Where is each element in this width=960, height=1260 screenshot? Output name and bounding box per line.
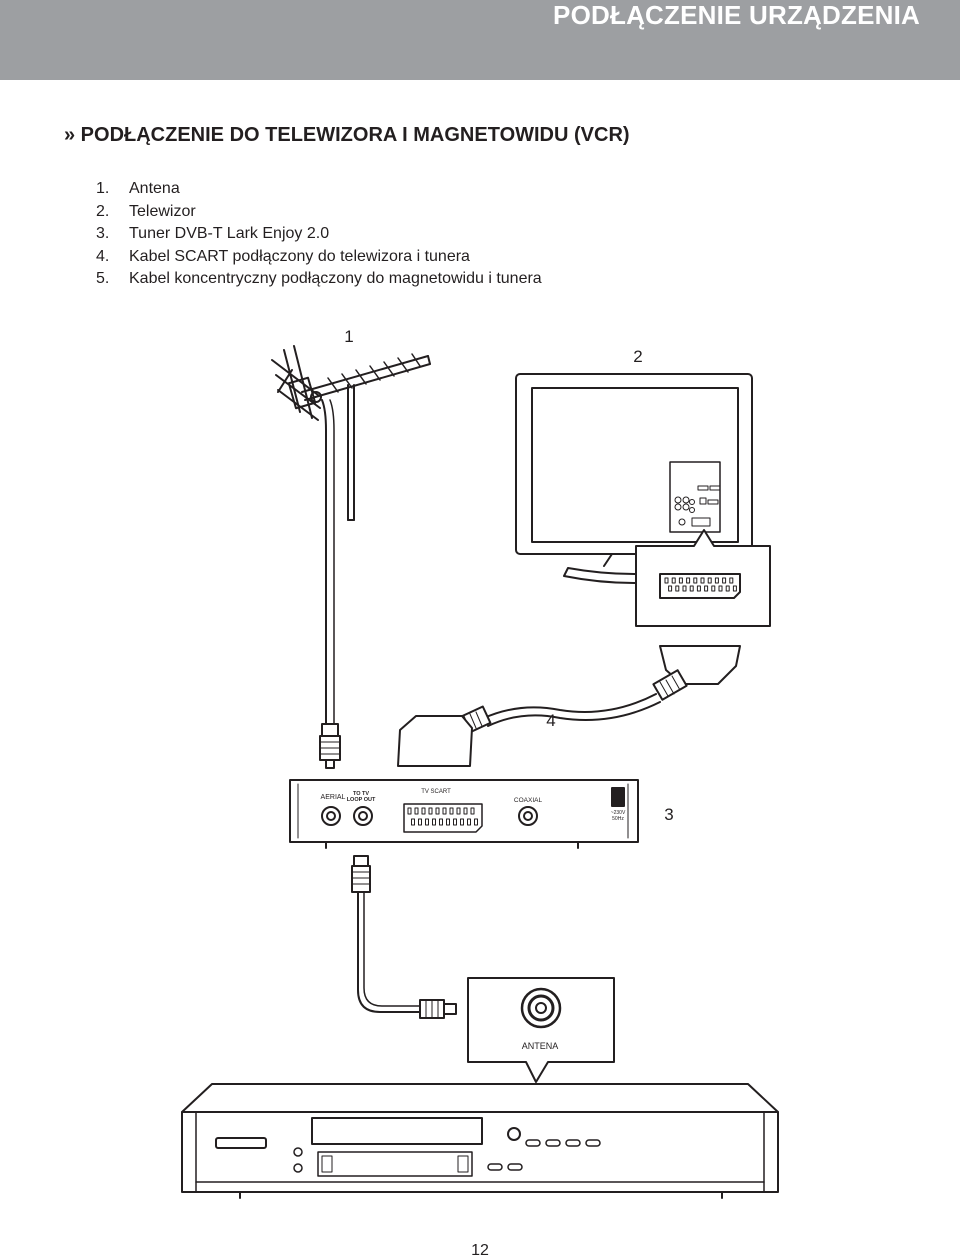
vcr-antenna-inset <box>467 977 615 1083</box>
list-item-number: 5. <box>96 270 110 287</box>
tuner-label-tv-scart: TV SCART <box>421 789 451 795</box>
tuner-label-to-tv: TO TV <box>353 791 369 797</box>
scart-pin <box>439 818 443 826</box>
scart-pin <box>722 577 727 584</box>
list-item-number: 1. <box>96 180 110 197</box>
scart-pin <box>446 818 450 826</box>
scart-pin <box>428 807 433 815</box>
scart-pin <box>700 577 705 584</box>
scart-pin <box>467 818 471 826</box>
scart-pin <box>668 585 673 592</box>
scart-pin <box>689 585 694 592</box>
scart-pin <box>707 577 712 584</box>
list-item: 3. Tuner DVB-T Lark Enjoy 2.0 <box>96 223 542 246</box>
scart-pin <box>463 807 468 815</box>
scart-pin <box>442 807 447 815</box>
tv-scart-inset <box>635 529 771 627</box>
tuner-label-power-voltage: ~230V <box>611 810 626 816</box>
list-item-text: Antena <box>129 180 180 197</box>
list-item-text: Kabel SCART podłączony do telewizora i t… <box>129 247 470 265</box>
scart-pin <box>407 807 412 815</box>
scart-cable-icon <box>397 645 741 767</box>
list-item: 5. Kabel koncentryczny podłączony do magn… <box>96 268 542 291</box>
scart-pin <box>435 807 440 815</box>
scart-pin <box>456 807 461 815</box>
antenna-icon <box>271 345 431 769</box>
scart-pin <box>704 585 709 592</box>
list-item-number: 2. <box>96 202 110 220</box>
tv-icon <box>515 373 753 584</box>
scart-pin <box>718 585 723 592</box>
scart-pin <box>725 585 730 592</box>
scart-pin <box>686 577 691 584</box>
scart-pin <box>711 585 716 592</box>
tuner-label-aerial: AERIAL <box>321 794 346 801</box>
list-item-number: 4. <box>96 247 110 265</box>
list-item: 2. Telewizor <box>96 201 542 224</box>
list-item-number: 3. <box>96 225 110 242</box>
callout-antenna: 1 <box>344 327 353 346</box>
list-item-text: Tuner DVB-T Lark Enjoy 2.0 <box>129 225 330 242</box>
list-item-text: Telewizor <box>129 202 196 220</box>
callout-tv: 2 <box>633 347 642 366</box>
scart-pin <box>675 585 680 592</box>
scart-pin <box>418 818 422 826</box>
scart-pin <box>714 577 719 584</box>
scart-pin <box>671 577 676 584</box>
scart-pin <box>664 577 669 584</box>
list-item-text: Kabel koncentryczny podłączony do magnet… <box>129 270 542 287</box>
scart-pin <box>470 807 475 815</box>
scart-pin <box>449 807 454 815</box>
tuner-label-power-frequency: 50Hz <box>612 816 624 822</box>
tuner-icon <box>289 779 639 849</box>
list-item: 4. Kabel SCART podłączony do telewizora i… <box>96 246 542 269</box>
vcr-inset-label: ANTENA <box>522 1041 559 1051</box>
tuner-label-loop-out: LOOP OUT <box>347 797 376 803</box>
page-title: PODŁĄCZENIE URZĄDZENIA <box>553 0 920 30</box>
component-list: 1. Antena 2. Telewizor 3. Tuner DVB-T Lark … <box>96 178 542 291</box>
section-title: » PODŁĄCZENIE DO TELEWIZORA I MAGNETOWID… <box>64 124 630 146</box>
scart-pin <box>453 818 457 826</box>
vcr-icon <box>181 1083 779 1199</box>
scart-pin <box>421 807 426 815</box>
scart-pin <box>693 577 698 584</box>
page-number: 12 <box>471 1242 489 1259</box>
callout-tuner: 3 <box>664 805 673 824</box>
scart-pin <box>411 818 415 826</box>
coax-cable-icon <box>351 855 457 1019</box>
scart-pin <box>696 585 701 592</box>
scart-pin <box>414 807 419 815</box>
scart-pin <box>460 818 464 826</box>
header-bar <box>0 0 960 80</box>
scart-pin <box>474 818 478 826</box>
list-item: 1. Antena <box>96 178 542 201</box>
scart-pin <box>729 577 734 584</box>
scart-pin <box>732 585 737 592</box>
scart-pin <box>682 585 687 592</box>
scart-pin <box>678 577 683 584</box>
scart-pin <box>432 818 436 826</box>
tuner-label-coaxial: COAXIAL <box>514 797 543 804</box>
callout-scart-cable: 4 <box>546 711 555 730</box>
scart-pin <box>425 818 429 826</box>
